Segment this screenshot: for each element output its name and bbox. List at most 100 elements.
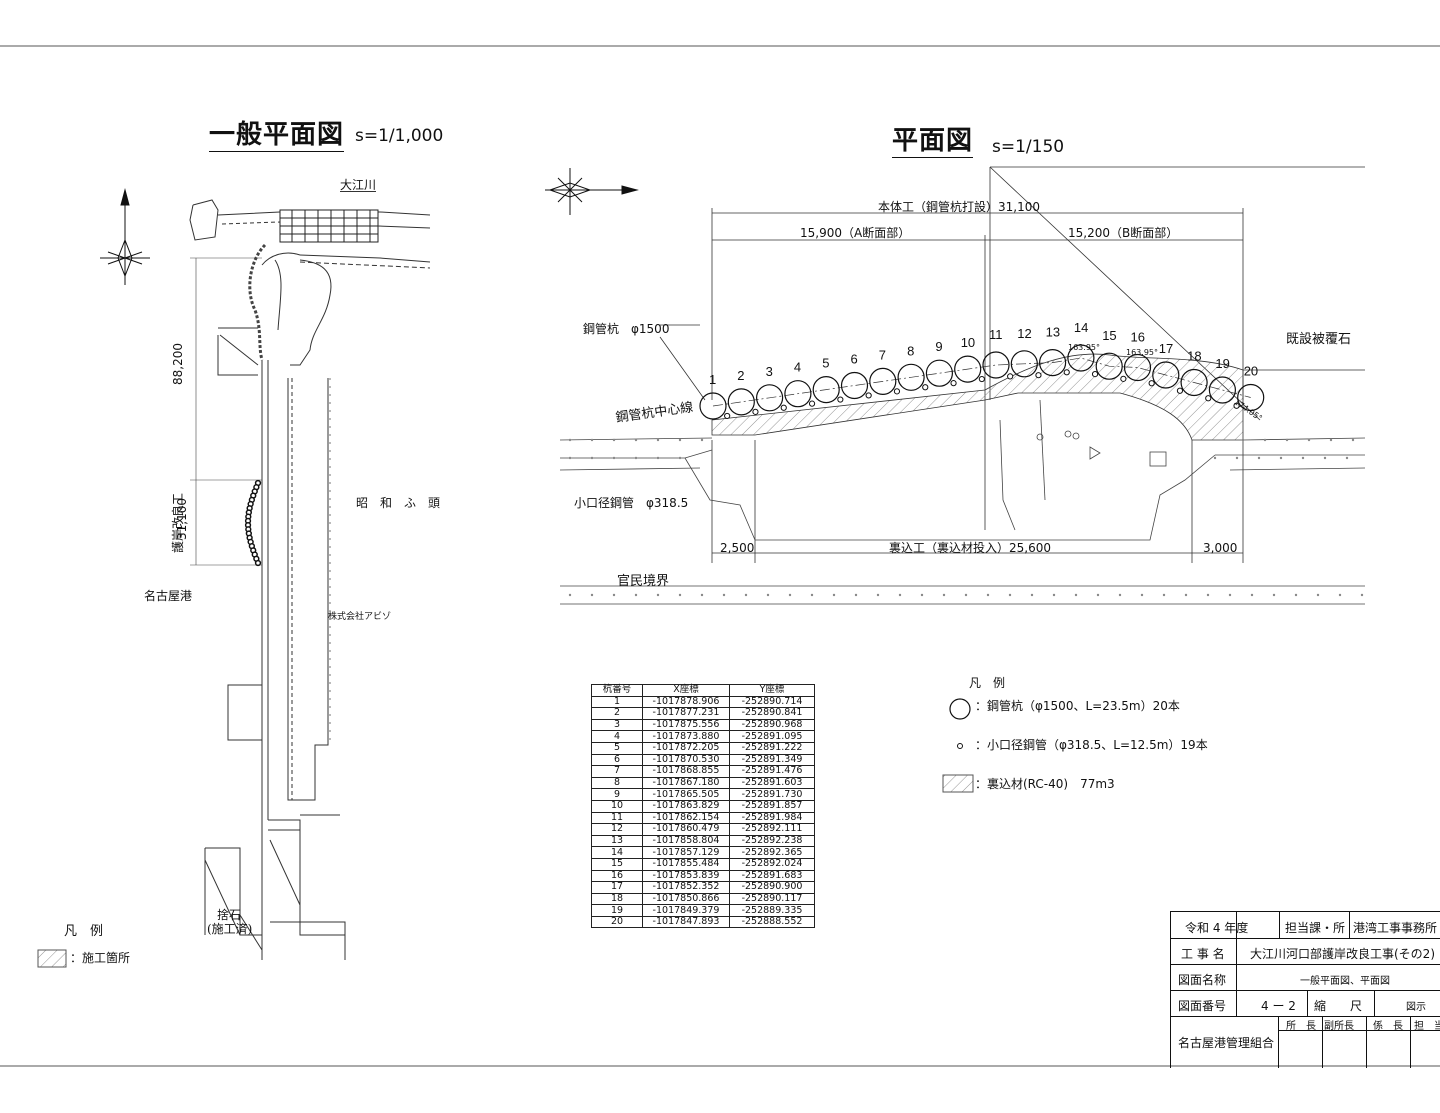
ground-dot xyxy=(1030,593,1034,597)
cell-y: -252890.841 xyxy=(729,707,815,720)
ground-dot xyxy=(854,593,858,597)
small-pipe xyxy=(978,375,985,383)
ground-dot xyxy=(1301,456,1305,460)
ground-dot xyxy=(612,438,616,442)
pile-number: 19 xyxy=(1215,356,1229,371)
steel-pile xyxy=(1067,344,1095,372)
table-row: 5-1017872.205-252891.222 xyxy=(591,741,815,755)
cell-pile-no: 20 xyxy=(591,915,643,929)
dim-left-end: 2,500 xyxy=(720,541,755,555)
small-pipe xyxy=(1120,375,1127,382)
pile-number: 15 xyxy=(1102,328,1116,343)
pile-number: 6 xyxy=(851,352,858,367)
small-pipe xyxy=(1176,387,1184,394)
steel-pile xyxy=(1038,349,1067,377)
dim-total: 本体工（鋼管杭打設）31,100 xyxy=(878,200,1040,214)
ground-dot xyxy=(788,593,792,597)
table-row: 18-1017850.866-252890.117 xyxy=(591,892,815,906)
cell-x: -1017853.839 xyxy=(642,869,730,883)
table-row: 13-1017858.804-252892.238 xyxy=(591,834,815,848)
ground-dots xyxy=(568,438,1364,597)
ground-dot xyxy=(678,438,682,442)
small-pipe xyxy=(893,388,901,395)
steel-pile xyxy=(1180,368,1208,397)
cell-pile-no: 14 xyxy=(591,846,643,859)
table-row: 10-1017863.829-252891.857 xyxy=(591,799,815,813)
steel-pile xyxy=(1123,353,1152,382)
tb-scale-value: 図示 xyxy=(1406,1002,1426,1013)
ground-dot xyxy=(1250,593,1254,597)
ground-dot xyxy=(1074,593,1078,597)
small-pipe xyxy=(752,408,759,415)
legend-backfill-symbol xyxy=(942,774,974,793)
pile-number: 9 xyxy=(935,339,942,354)
ground-dot xyxy=(1228,593,1232,597)
steel-pile xyxy=(699,392,727,420)
ground-dot xyxy=(1307,438,1311,442)
cell-y: -252891.857 xyxy=(729,799,815,813)
table-row: 4-1017873.880-252891.095 xyxy=(591,730,815,743)
ground-dot xyxy=(1351,438,1355,442)
cell-x: -1017858.804 xyxy=(642,834,730,848)
table-row: 2-1017877.231-252890.841 xyxy=(591,707,815,720)
plan-title: 平面図 xyxy=(892,126,974,158)
pile-number: 16 xyxy=(1131,330,1145,345)
small-pipe-row xyxy=(724,369,1240,420)
ground-dot xyxy=(590,593,594,597)
north-arrow-right xyxy=(545,168,639,215)
pile-number: 12 xyxy=(1017,326,1031,341)
ground-dot xyxy=(744,593,748,597)
legend-steel-pile-symbol xyxy=(949,698,971,720)
ground-dot xyxy=(942,593,946,597)
pile-number: 8 xyxy=(907,343,914,358)
table-row: 7-1017868.855-252891.476 xyxy=(591,765,815,778)
ground-dot xyxy=(766,593,770,597)
cell-pile-no: 7 xyxy=(591,765,643,778)
port-label: 名古屋港 xyxy=(144,589,193,603)
ground-dot xyxy=(964,593,968,597)
ground-dot xyxy=(568,593,572,597)
cell-x: -1017865.505 xyxy=(642,788,730,801)
small-pipe xyxy=(865,392,872,399)
legend-title: 凡 例 xyxy=(969,676,1006,690)
steel-pile xyxy=(925,359,954,387)
tb-drawing-name-label: 図面名称 xyxy=(1178,973,1227,987)
cell-y: -252888.552 xyxy=(729,915,815,929)
pile-number: 4 xyxy=(794,360,801,375)
small-pipe xyxy=(1063,369,1070,376)
cell-x: -1017868.855 xyxy=(642,765,730,778)
steel-pile xyxy=(954,355,982,383)
table-row: 11-1017862.154-252891.984 xyxy=(591,811,815,825)
ground-dot xyxy=(1294,593,1298,597)
table-row: 15-1017855.484-252892.024 xyxy=(591,857,815,871)
small-pipe xyxy=(837,396,844,403)
cell-pile-no: 19 xyxy=(591,904,643,917)
pile-number: 1 xyxy=(709,372,716,387)
dim-backfill: 裏込工（裏込材投入）25,600 xyxy=(889,541,1051,555)
construction-area-chain xyxy=(244,479,262,567)
cell-x: -1017873.880 xyxy=(642,730,730,743)
cell-pile-no: 15 xyxy=(591,857,643,871)
ground-dot xyxy=(656,456,660,460)
pile-number: 20 xyxy=(1244,364,1258,379)
cell-pile-no: 12 xyxy=(591,823,643,836)
tb-fiscal-year: 令和 4 年度 xyxy=(1185,921,1249,935)
table-row: 16-1017853.839-252891.683 xyxy=(591,869,815,883)
ground-dot xyxy=(1272,593,1276,597)
small-pipe xyxy=(1091,371,1099,378)
cell-x: -1017847.893 xyxy=(642,915,730,929)
riprap-label: 捨石 xyxy=(217,908,242,922)
steel-pile xyxy=(755,384,784,412)
tb-project-label: 工 事 名 xyxy=(1181,947,1225,961)
small-pipe xyxy=(1035,372,1042,379)
cell-y: -252892.365 xyxy=(729,846,815,859)
cell-y: -252891.349 xyxy=(729,753,815,767)
steel-pile xyxy=(1208,376,1237,404)
table-row: 1-1017878.906-252890.714 xyxy=(591,695,815,709)
cell-y: -252892.024 xyxy=(729,857,815,871)
table-row: 14-1017857.129-252892.365 xyxy=(591,846,815,859)
ground-dot xyxy=(986,593,990,597)
cell-pile-no: 18 xyxy=(591,892,643,906)
ground-dot xyxy=(1140,593,1144,597)
